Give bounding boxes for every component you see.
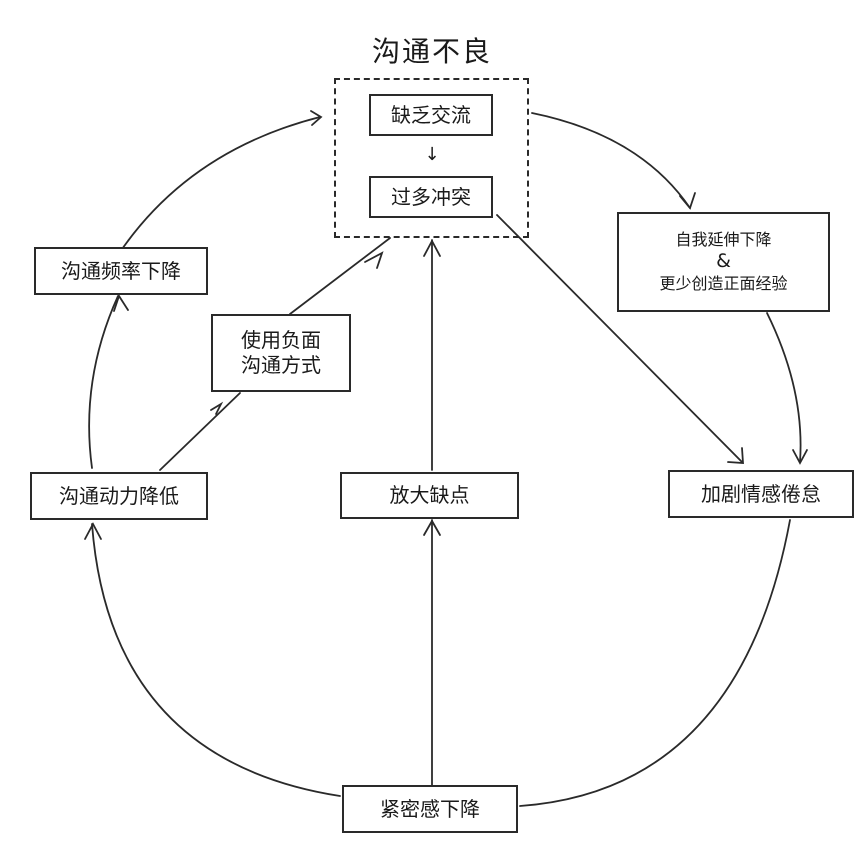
node-less-positive-label: 更少创造正面经验: [659, 273, 788, 293]
arrowhead-into-problem-bottom: [364, 251, 384, 269]
connector-intimacy-to-motivation: [91, 523, 341, 797]
node-self-extension-label: 自我延伸下降: [675, 230, 772, 250]
node-intimacy-decline: 紧密感下降: [342, 785, 518, 833]
diagram-title: 沟通不良: [371, 35, 492, 68]
connector-extension-to-fatigue: [766, 312, 802, 463]
arrowhead-into-flaws: [423, 519, 441, 536]
node-negative-style: 使用负面 沟通方式: [211, 314, 351, 392]
problem-group-dashed-frame: [334, 78, 529, 238]
node-motivation-decline: 沟通动力降低: [30, 472, 208, 520]
node-lack-communication-label: 缺乏交流: [391, 102, 471, 127]
node-self-extension: 自我延伸下降 & 更少创造正面经验: [617, 212, 830, 312]
node-too-many-conflicts: 过多冲突: [369, 176, 493, 218]
arrowhead-into-fatigue-left: [727, 447, 744, 464]
connector-negative-to-problem: [289, 237, 391, 315]
arrowhead-into-motivation: [84, 522, 102, 540]
node-negative-style-line2: 沟通方式: [241, 353, 321, 377]
connector-frequency-to-problem: [119, 116, 321, 253]
node-intensify-fatigue-label: 加剧情感倦怠: [701, 481, 821, 506]
node-too-many-conflicts-label: 过多冲突: [391, 184, 471, 209]
down-arrow-icon: ↓: [424, 144, 440, 165]
connector-motivation-to-frequency: [88, 295, 119, 469]
arrowhead-into-frequency: [113, 293, 129, 312]
node-intimacy-decline-label: 紧密感下降: [380, 796, 480, 821]
arrowhead-into-problem-top: [310, 110, 323, 126]
node-magnify-flaws: 放大缺点: [340, 472, 519, 519]
node-frequency-decline-label: 沟通频率下降: [61, 258, 181, 283]
arrowhead-mid-motivation-negative: [210, 401, 224, 415]
node-motivation-decline-label: 沟通动力降低: [59, 483, 179, 508]
node-magnify-flaws-label: 放大缺点: [389, 483, 470, 507]
node-frequency-decline: 沟通频率下降: [34, 247, 208, 295]
node-lack-communication: 缺乏交流: [369, 94, 493, 136]
connector-fatigue-to-intimacy: [519, 519, 791, 807]
node-negative-style-line1: 使用负面: [241, 328, 321, 352]
arrowhead-into-problem-center: [423, 239, 441, 257]
arrowhead-into-extension: [679, 192, 696, 210]
node-intensify-fatigue: 加剧情感倦怠: [668, 470, 854, 518]
connector-problem-to-extension: [531, 112, 691, 209]
connector-conflicts-to-fatigue: [496, 214, 743, 463]
node-ampersand: &: [716, 250, 731, 273]
connector-motivation-to-negative: [159, 392, 241, 471]
arrowhead-into-fatigue-right: [792, 449, 808, 465]
